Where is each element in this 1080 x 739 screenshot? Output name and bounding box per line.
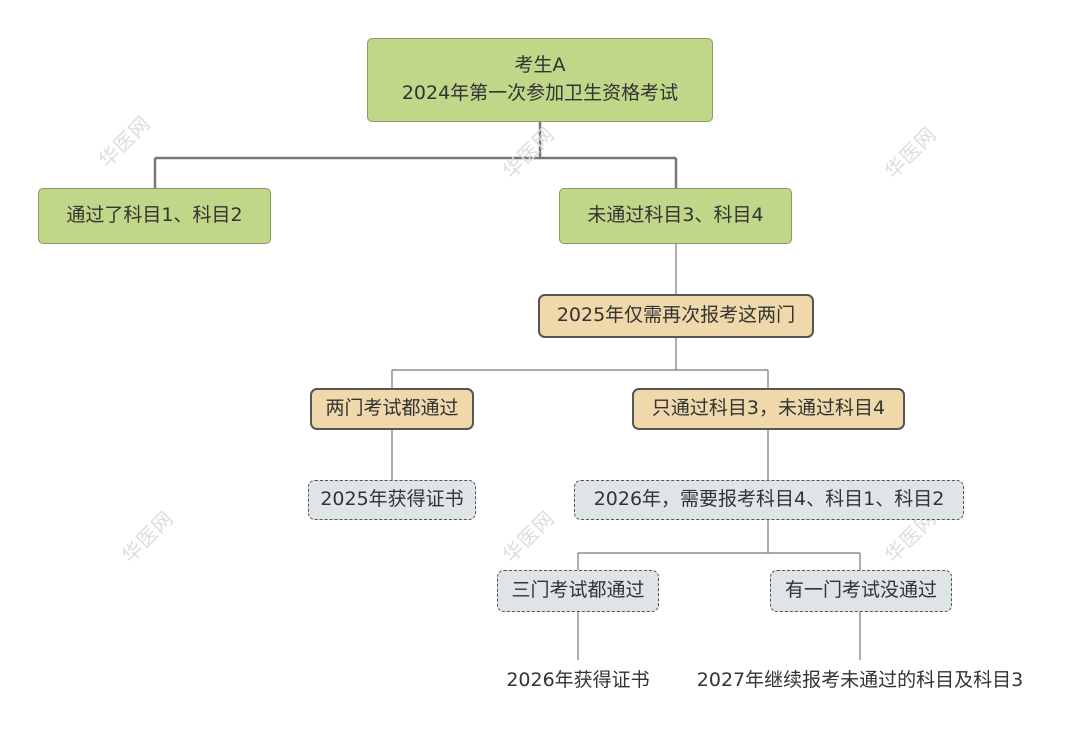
plan-2026-node[interactable]: 2026年，需要报考科目4、科目1、科目2 — [574, 480, 964, 520]
cert-2025-node[interactable]: 2025年获得证书 — [308, 480, 476, 520]
cert-2026-node[interactable]: 2026年获得证书 — [488, 664, 668, 698]
failed-node[interactable]: 未通过科目3、科目4 — [559, 188, 792, 244]
retake-2025-node[interactable]: 2025年仅需再次报考这两门 — [538, 294, 814, 338]
passed-label: 通过了科目1、科目2 — [66, 204, 243, 227]
one-failed-node[interactable]: 有一门考试没通过 — [770, 570, 952, 612]
root-title: 考生A — [514, 54, 566, 77]
three-pass-node[interactable]: 三门考试都通过 — [497, 570, 659, 612]
both-pass-node[interactable]: 两门考试都通过 — [310, 388, 474, 430]
root-node[interactable]: 考生A 2024年第一次参加卫生资格考试 — [367, 38, 713, 122]
only-subject3-node[interactable]: 只通过科目3，未通过科目4 — [632, 388, 905, 430]
retake-2025-label: 2025年仅需再次报考这两门 — [556, 304, 796, 327]
connector-plan-2026 — [577, 520, 861, 570]
plan-2026-label: 2026年，需要报考科目4、科目1、科目2 — [593, 488, 945, 511]
three-pass-label: 三门考试都通过 — [511, 579, 645, 602]
continue-2027-node[interactable]: 2027年继续报考未通过的科目及科目3 — [680, 664, 1040, 698]
failed-label: 未通过科目3、科目4 — [587, 204, 764, 227]
both-pass-label: 两门考试都通过 — [325, 397, 459, 420]
only-subject3-label: 只通过科目3，未通过科目4 — [651, 397, 886, 420]
one-failed-label: 有一门考试没通过 — [784, 579, 937, 602]
continue-2027-label: 2027年继续报考未通过的科目及科目3 — [696, 669, 1024, 692]
passed-node[interactable]: 通过了科目1、科目2 — [38, 188, 271, 244]
connector-retake — [391, 338, 769, 388]
connector-root — [153, 122, 678, 188]
root-subtitle: 2024年第一次参加卫生资格考试 — [401, 82, 679, 104]
cert-2026-label: 2026年获得证书 — [506, 669, 650, 692]
cert-2025-label: 2025年获得证书 — [320, 488, 464, 511]
